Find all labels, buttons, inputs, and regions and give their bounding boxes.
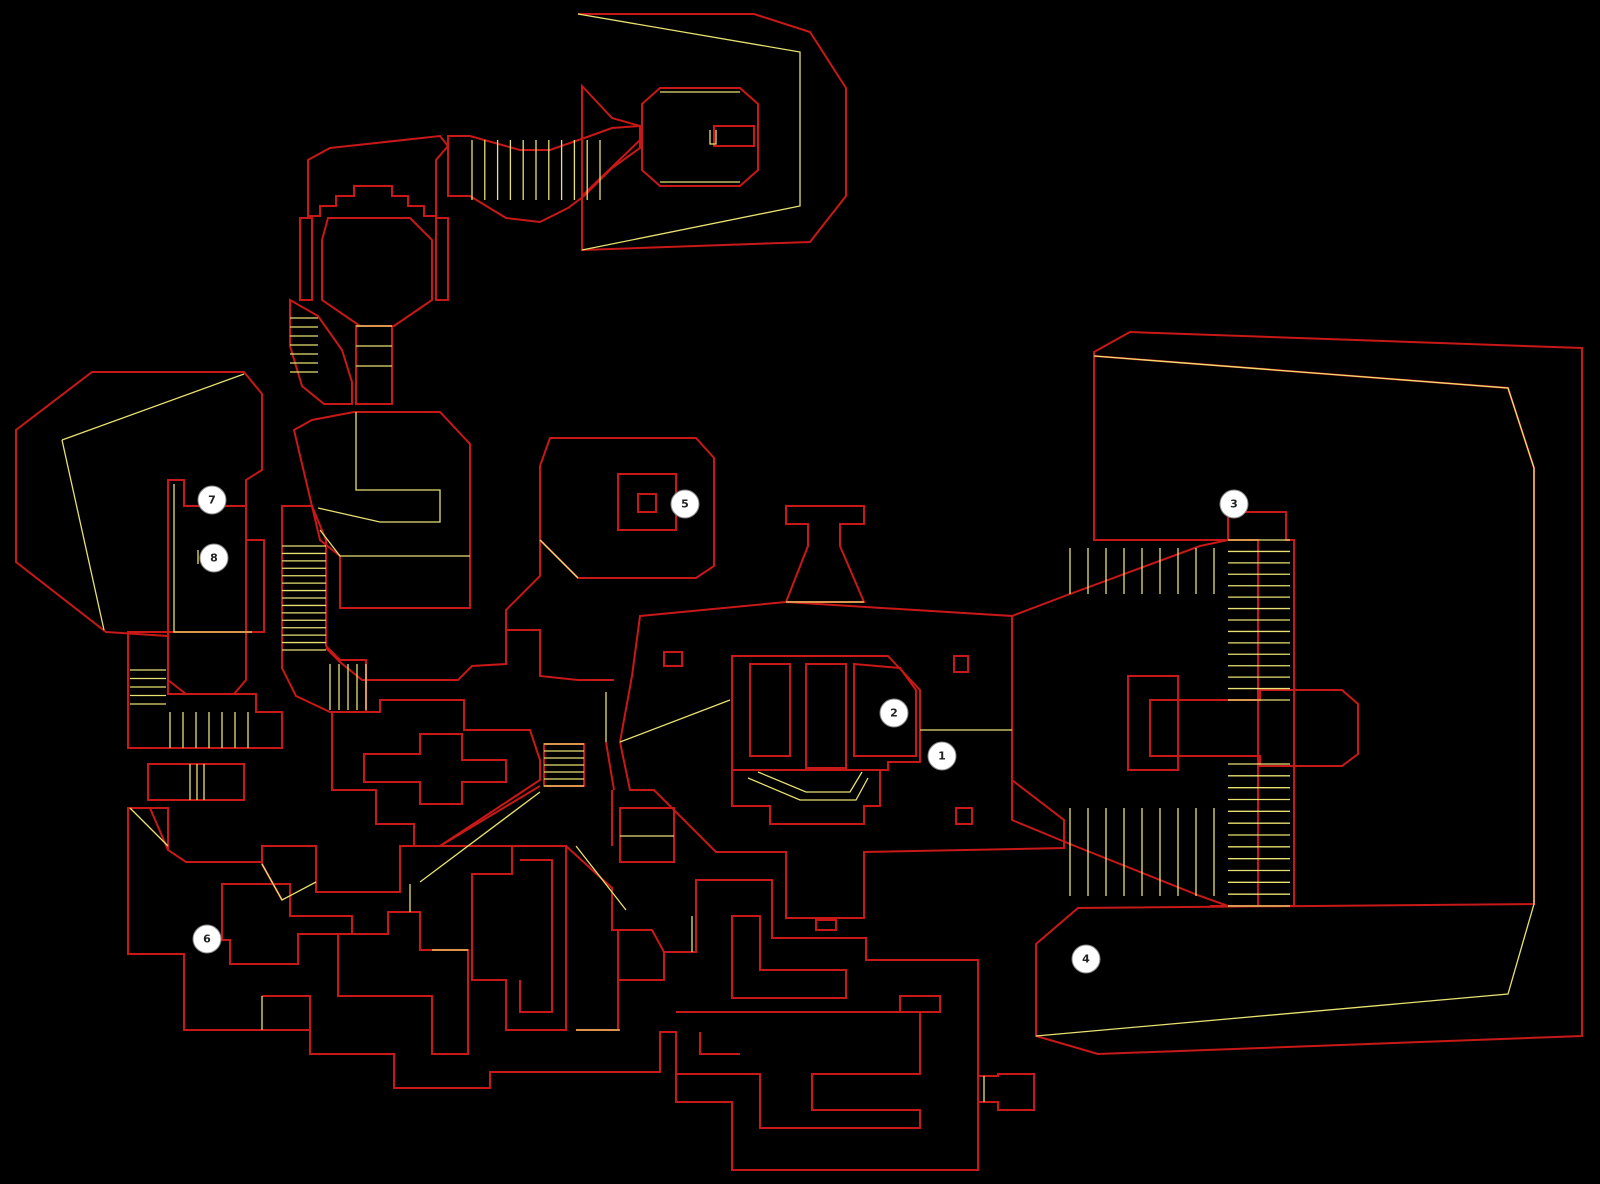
wall-maze-6: [221, 883, 353, 965]
marker-3: 3: [1219, 489, 1249, 519]
wall-shrine-altar: [713, 125, 755, 147]
step-maze-diag: [575, 845, 627, 911]
marker-5: 5: [670, 489, 700, 519]
wall-room-5-inner: [617, 473, 677, 531]
wall-room-5: [539, 437, 715, 579]
marker-6-label: 6: [203, 933, 211, 946]
wall-bridge: [447, 124, 641, 224]
wall-east-cross-inner: [1149, 699, 1179, 757]
wall-hub-inner-left: [749, 663, 791, 757]
wall-hub-inner-mid: [805, 663, 847, 769]
wall-maze-e3: [699, 1032, 740, 1055]
marker-2-label: 2: [890, 707, 898, 720]
marker-8: 8: [199, 543, 229, 573]
step-west-room-top: [61, 373, 245, 441]
wall-corridor-5b: [506, 629, 614, 681]
marker-3-label: 3: [1230, 498, 1238, 511]
wall-pillar-se: [955, 807, 973, 825]
wall-maze-outer: [127, 807, 979, 1171]
wall-west-room: [15, 371, 265, 638]
wall-octagon: [321, 217, 433, 327]
wall-maze-link: [439, 785, 541, 847]
wall-west-cell-2: [147, 763, 245, 801]
marker-4-label: 4: [1082, 953, 1090, 966]
wall-maze-e-box: [899, 995, 941, 1013]
wall-maze-e2: [676, 1011, 921, 1129]
wall-octagon-side: [435, 217, 449, 301]
step-room-5-door: [539, 539, 579, 579]
marker-4: 4: [1071, 944, 1101, 974]
map-step-lines: [61, 13, 1535, 1102]
marker-1-label: 1: [938, 750, 946, 763]
step-west-room-left: [61, 439, 105, 631]
wall-octagon-left: [299, 217, 313, 301]
step-hub-west: [619, 699, 731, 743]
step-room-l-lower: [319, 529, 470, 557]
wall-maze-center: [471, 845, 567, 1031]
wall-room-l: [292, 411, 471, 609]
marker-8-label: 8: [210, 552, 218, 565]
wall-hub-stage: [731, 769, 881, 825]
wall-pillar-ne: [953, 655, 969, 673]
wall-east-hall: [1093, 352, 1295, 907]
marker-1: 1: [927, 741, 957, 771]
wall-curved-stair: [289, 298, 353, 405]
wall-hub-box: [619, 807, 675, 863]
wall-west-cells: [127, 631, 283, 749]
wall-hub-step-s: [815, 919, 837, 931]
wall-maze-w2: [262, 995, 311, 1030]
step-chamber-78: [173, 484, 252, 633]
wall-maze-nw-inner: [363, 733, 507, 805]
wall-shrine: [641, 87, 759, 187]
marker-5-label: 5: [681, 498, 689, 511]
wall-maze-c3: [618, 952, 665, 981]
wall-maze-link-3: [605, 741, 615, 791]
marker-6: 6: [192, 924, 222, 954]
wall-pillar-nw: [663, 651, 683, 667]
step-room-l: [317, 412, 441, 523]
wall-east-cross: [1127, 675, 1359, 771]
marker-7: 7: [197, 485, 227, 515]
map-markers: 1 2 3 4 5 6 7 8: [192, 485, 1249, 974]
marker-7-label: 7: [208, 494, 216, 507]
step-east-wing: [1035, 355, 1535, 1037]
marker-2: 2: [879, 698, 909, 728]
wall-room-5-pillar: [637, 493, 657, 513]
step-maze-corner: [129, 807, 169, 847]
step-maze-link: [419, 791, 541, 883]
wall-octagon-top: [307, 134, 450, 217]
wall-left-stair: [281, 505, 367, 713]
wall-chamber-78: [167, 479, 247, 695]
step-hub-stage-1: [747, 777, 869, 801]
step-maze-6: [261, 863, 317, 901]
wall-hub-inner-right: [853, 662, 917, 757]
wall-maze-exit: [977, 1073, 1035, 1111]
wall-corridor-5: [325, 540, 541, 681]
wall-maze-e1: [731, 915, 847, 999]
wall-maze-corner: [128, 807, 169, 851]
step-hub-stage-2: [757, 771, 863, 793]
step-rotunda-edge: [577, 13, 801, 251]
step-altar: [709, 130, 717, 145]
wall-maze-nw: [331, 699, 541, 847]
wall-maze-center-inner: [519, 859, 553, 1013]
